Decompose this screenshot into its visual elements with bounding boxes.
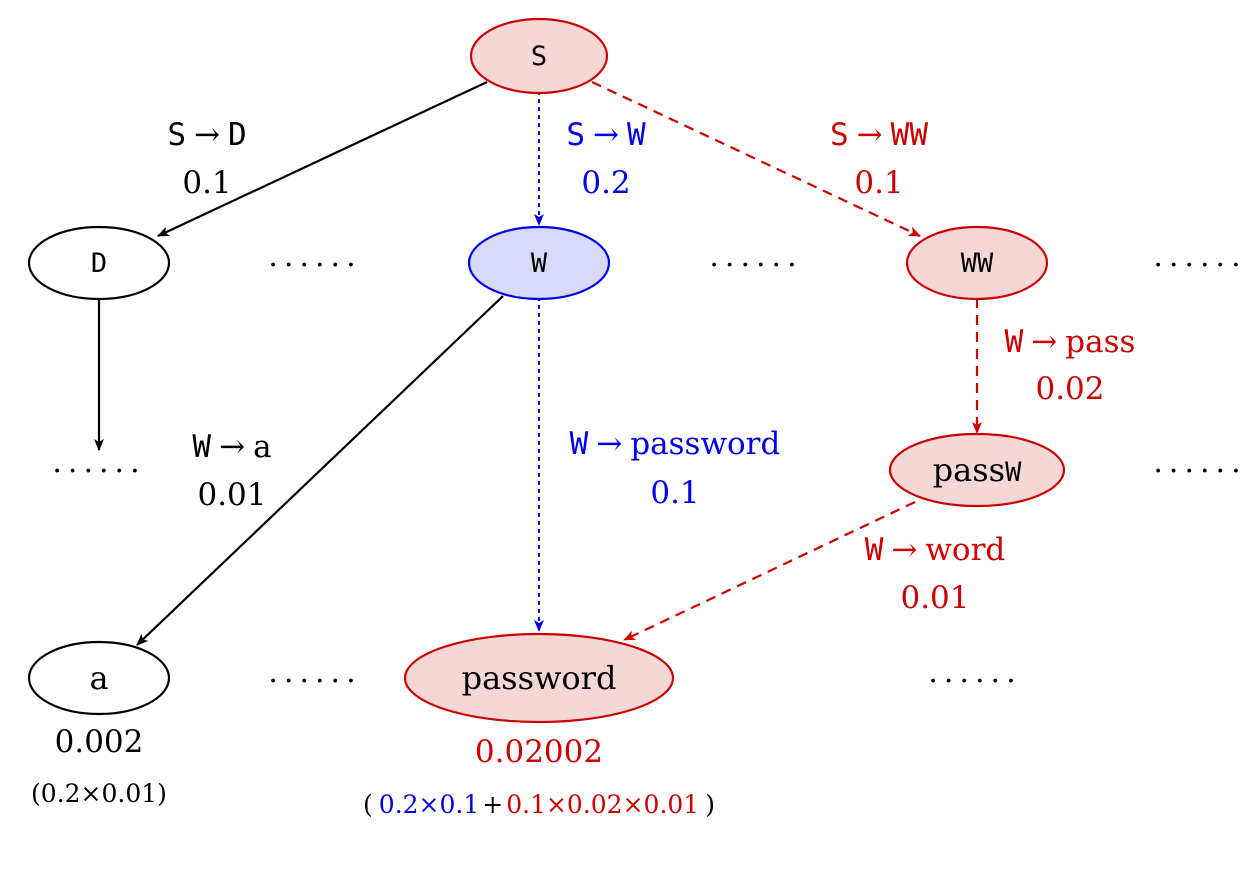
ellipsis-row2-a: ......: [52, 445, 145, 480]
ellipsis-row1-b: ......: [709, 239, 802, 274]
node-d: D: [27, 225, 171, 301]
rule-w-to-password: W→password: [570, 426, 781, 462]
prob-w-to-password: 0.1: [650, 475, 699, 511]
ellipsis-row1-a: ......: [268, 239, 361, 274]
node-a: a: [27, 640, 171, 716]
rule-s-to-ww: S→WW: [830, 117, 928, 153]
node-s-label: S: [531, 41, 547, 72]
edge-s-to-d: [157, 81, 488, 237]
rule-w-to-a: W→a: [192, 429, 271, 465]
prob-a-calc: (0.2×0.01): [31, 779, 167, 808]
edge-passw-to-password: [623, 501, 916, 641]
node-ww-label: WW: [961, 248, 994, 279]
node-passw-label: passW: [933, 451, 1022, 489]
node-d-label: D: [91, 248, 107, 279]
node-w: W: [467, 225, 611, 301]
node-passw: passW: [888, 432, 1066, 508]
prob-w-to-a: 0.01: [197, 477, 266, 513]
prob-w-to-word: 0.01: [900, 580, 969, 616]
edge-w-to-a: [136, 295, 504, 646]
prob-s-to-ww: 0.1: [854, 165, 903, 201]
node-s: S: [469, 17, 609, 95]
rule-w-to-word: W→word: [865, 532, 1006, 568]
node-ww: WW: [905, 225, 1049, 301]
ellipsis-row1-c: ......: [1153, 239, 1246, 274]
rule-s-to-d: S→D: [167, 117, 246, 153]
node-w-label: W: [531, 248, 548, 279]
edge-s-to-ww: [591, 81, 921, 237]
prob-password-calc: (0.2×0.1+0.1×0.02×0.01): [363, 790, 715, 819]
rule-w-to-pass: W→pass: [1005, 324, 1136, 360]
prob-s-to-w: 0.2: [581, 165, 630, 201]
prob-w-to-pass: 0.02: [1035, 371, 1104, 407]
ellipsis-row3-a: ......: [268, 655, 361, 690]
prob-s-to-d: 0.1: [182, 165, 231, 201]
rule-s-to-w: S→W: [566, 117, 646, 153]
node-password-label: password: [462, 659, 617, 697]
prob-password-total: 0.02002: [475, 734, 603, 770]
node-password: password: [403, 632, 675, 724]
ellipsis-row3-b: ......: [928, 655, 1021, 690]
node-a-label: a: [89, 659, 108, 697]
prob-a-total: 0.002: [55, 724, 144, 760]
ellipsis-row2-b: ......: [1153, 445, 1246, 480]
